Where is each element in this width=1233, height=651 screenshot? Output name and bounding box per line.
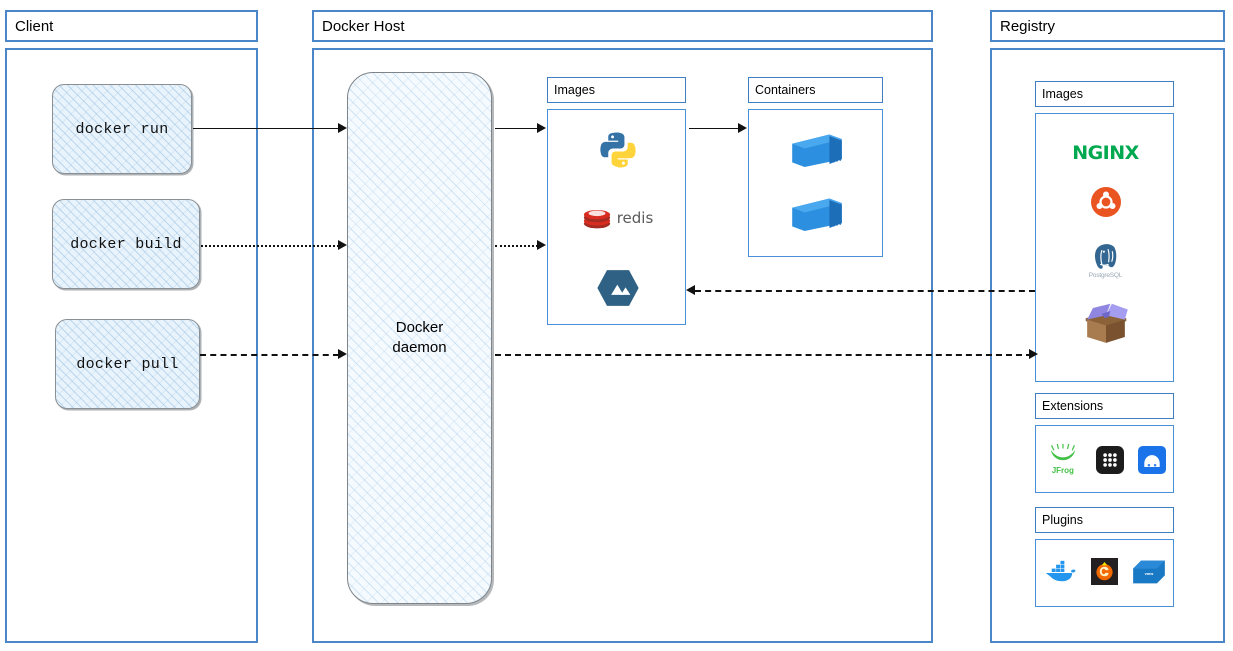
redis-logo-item: redis bbox=[548, 196, 687, 240]
registry-extensions-title: Extensions bbox=[1042, 399, 1104, 413]
redis-logo-icon bbox=[583, 210, 610, 229]
registry-extensions-header: Extensions bbox=[1035, 393, 1174, 419]
command-docker-pull[interactable]: docker pull bbox=[55, 319, 200, 409]
connector-registry-to-images-arrowhead bbox=[686, 285, 695, 295]
connector-build-to-daemon-arrowhead bbox=[338, 240, 347, 250]
app-grid-icon bbox=[1096, 445, 1125, 474]
docker-daemon-node[interactable]: Docker daemon bbox=[347, 72, 492, 604]
connector-daemon-to-images-build-arrowhead bbox=[537, 240, 546, 250]
host-images-body: redis bbox=[547, 109, 686, 325]
vmware-logo-icon: vmw bbox=[1132, 559, 1166, 585]
nginx-logo-icon: NGINX bbox=[1036, 136, 1175, 170]
client-panel-header: Client bbox=[5, 10, 258, 42]
redis-label: redis bbox=[616, 209, 654, 227]
command-docker-build[interactable]: docker build bbox=[52, 199, 200, 289]
connator-build-to-daemon bbox=[201, 245, 339, 247]
registry-images-title: Images bbox=[1042, 87, 1083, 101]
vmware-label: vmw bbox=[1145, 570, 1155, 575]
registry-images-body: NGINX PostgreSQL bbox=[1035, 113, 1174, 382]
blue-badge-icon bbox=[1138, 445, 1167, 474]
grafana-logo-icon bbox=[1091, 558, 1118, 585]
registry-panel-header: Registry bbox=[990, 10, 1225, 42]
connector-images-to-containers bbox=[689, 128, 739, 129]
host-containers-title: Containers bbox=[755, 83, 816, 97]
docker-whale-icon bbox=[1043, 559, 1077, 585]
command-docker-run[interactable]: docker run bbox=[52, 84, 192, 174]
connector-daemon-to-images-arrowhead bbox=[537, 123, 546, 133]
client-panel-title: Client bbox=[15, 17, 54, 35]
host-images-header: Images bbox=[547, 77, 686, 103]
connector-daemon-to-images-build bbox=[495, 245, 538, 247]
docker-host-panel-title: Docker Host bbox=[322, 17, 405, 35]
registry-plugins-body: vmw bbox=[1035, 539, 1174, 607]
docker-daemon-label: Docker daemon bbox=[392, 318, 447, 356]
host-containers-body bbox=[748, 109, 883, 257]
jfrog-logo-icon: JFrog bbox=[1043, 444, 1083, 475]
registry-plugins-header: Plugins bbox=[1035, 507, 1174, 533]
host-images-title: Images bbox=[554, 83, 595, 97]
connector-daemon-to-images bbox=[495, 128, 538, 129]
command-docker-run-label: docker run bbox=[75, 120, 169, 138]
connector-images-to-containers-arrowhead bbox=[738, 123, 747, 133]
connector-daemon-to-registry bbox=[495, 354, 1032, 356]
connector-run-to-daemon-arrowhead bbox=[338, 123, 347, 133]
open-box-icon bbox=[1036, 296, 1175, 352]
alpine-logo-icon bbox=[548, 262, 687, 314]
registry-extensions-body: JFrog bbox=[1035, 425, 1174, 493]
connector-registry-to-images bbox=[695, 290, 1035, 292]
registry-plugins-title: Plugins bbox=[1042, 513, 1083, 527]
command-docker-pull-label: docker pull bbox=[76, 355, 179, 373]
command-docker-build-label: docker build bbox=[70, 235, 182, 253]
connector-pull-to-daemon bbox=[200, 354, 339, 356]
python-logo-icon bbox=[548, 124, 687, 176]
jfrog-label: JFrog bbox=[1051, 466, 1074, 475]
registry-images-header: Images bbox=[1035, 81, 1174, 107]
shipping-container-icon bbox=[749, 124, 884, 176]
ubuntu-logo-icon bbox=[1036, 182, 1175, 222]
connector-daemon-to-registry-arrowhead bbox=[1029, 349, 1038, 359]
shipping-container-icon bbox=[749, 188, 884, 240]
host-containers-header: Containers bbox=[748, 77, 883, 103]
connector-pull-to-daemon-arrowhead bbox=[338, 349, 347, 359]
registry-panel-title: Registry bbox=[1000, 17, 1056, 35]
postgresql-logo-icon: PostgreSQL bbox=[1036, 232, 1175, 286]
nginx-label: NGINX bbox=[1072, 142, 1139, 164]
postgresql-label: PostgreSQL bbox=[1088, 271, 1123, 279]
docker-host-panel-header: Docker Host bbox=[312, 10, 933, 42]
connector-run-to-daemon bbox=[193, 128, 339, 129]
